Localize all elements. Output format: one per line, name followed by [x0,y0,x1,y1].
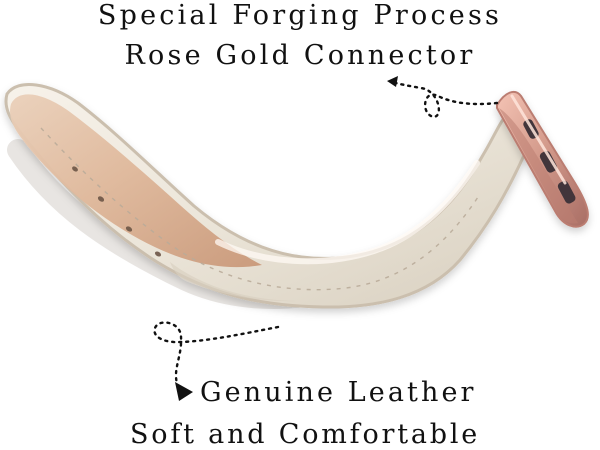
leather-arrow-head [175,382,193,401]
dotted-arrow-icon [153,321,280,394]
strap-tail-fold [170,262,296,302]
band-stitch-line [40,127,479,291]
connector-callout [387,76,499,118]
band-holes [72,166,162,257]
connector-pin-2 [539,150,558,173]
connector-side-face [499,108,578,224]
upper-band-highlight [215,160,480,265]
caption-line-1: Genuine Leather [200,377,477,408]
inner-leather-lining [10,94,263,268]
connector-highlight [510,94,567,185]
headline-line-1: Special Forging Process [97,0,503,31]
leather-callout [153,321,280,401]
dotted-arrow-icon [390,80,499,118]
connector-pin-3 [557,180,576,204]
connector-arrow-head [387,76,398,87]
rose-gold-connector [496,90,589,228]
leather-strap [4,82,528,309]
caption-line-2: Soft and Comfortable [130,419,481,450]
headline-line-2: Rose Gold Connector [124,40,476,71]
